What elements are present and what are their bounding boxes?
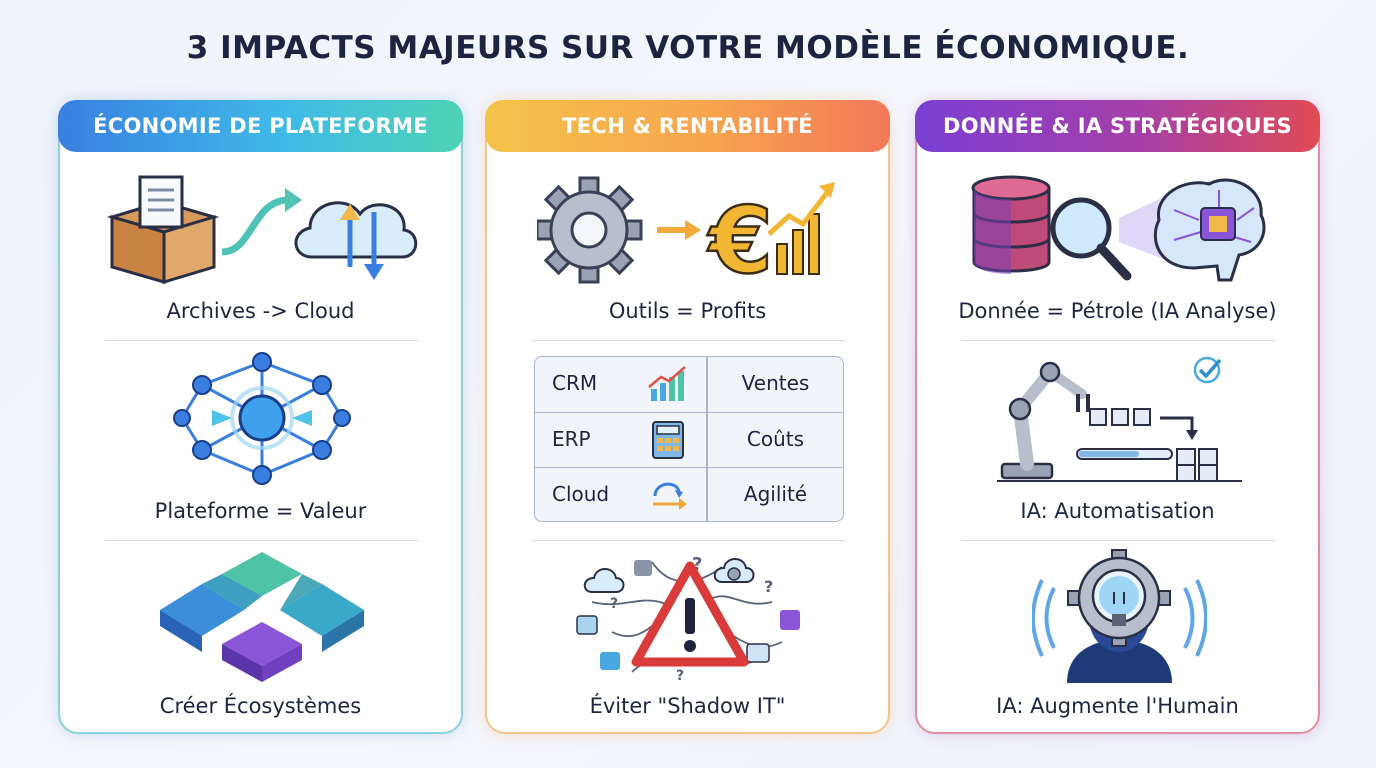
table-cell-tool: CRM: [552, 371, 598, 395]
warning-triangle-icon: ? ? ? ?: [576, 554, 800, 682]
table-separator: [706, 357, 708, 521]
table-cell-tool: Cloud: [552, 482, 610, 506]
table-cell-value: Ventes: [741, 371, 810, 395]
human-lightbulb-icon: [1032, 549, 1207, 683]
divider: [962, 340, 1275, 341]
calculator-icon: [652, 421, 684, 459]
table-cell-tool: ERP: [552, 427, 591, 451]
network-hub-icon: [173, 352, 351, 485]
page-title: 3 IMPACTS MAJEURS SUR VOTRE MODÈLE ÉCONO…: [186, 30, 1190, 66]
card-platform-economy: ÉCONOMIE DE PLATEFORME Archives -> Cloud: [58, 100, 463, 734]
card-header: DONNÉE & IA STRATÉGIQUES: [915, 100, 1320, 152]
svg-text:€: €: [707, 187, 773, 287]
card-header: ÉCONOMIE DE PLATEFORME: [58, 100, 463, 152]
table-cell-value: Coûts: [746, 427, 805, 451]
divider: [532, 340, 845, 341]
card-tech-profitability: TECH & RENTABILITÉ € Outils = Profits: [485, 100, 890, 734]
database-brain-icon: [971, 175, 1266, 282]
table-row: CRM Ventes: [535, 357, 843, 412]
item-label-data-oil: Donnée = Pétrole (IA Analyse): [958, 299, 1277, 323]
table-row: Cloud Agilité: [535, 467, 843, 521]
table-row: ERP Coûts: [535, 412, 843, 467]
ecosystem-blocks-icon: [160, 552, 364, 682]
divider: [105, 340, 418, 341]
item-label-tools-profits: Outils = Profits: [608, 299, 767, 323]
item-label-archives-cloud: Archives -> Cloud: [166, 299, 355, 323]
box-to-cloud-icon: [106, 175, 418, 285]
svg-text:?: ?: [676, 668, 684, 682]
tools-table: CRM Ventes ERP Coûts Cloud: [534, 356, 844, 522]
gear-to-euro-icon: €: [537, 176, 835, 287]
item-label-ai-augments-human: IA: Augmente l'Humain: [996, 694, 1239, 718]
divider: [532, 540, 845, 541]
growth-chart-icon: [648, 366, 686, 401]
item-label-avoid-shadow-it: Éviter "Shadow IT": [589, 694, 786, 718]
table-cell-value: Agilité: [743, 482, 808, 506]
sync-arrows-icon: [653, 482, 687, 510]
robot-arm-icon: [997, 356, 1242, 482]
svg-text:?: ?: [764, 577, 773, 596]
card-data-ai: DONNÉE & IA STRATÉGIQUES Donnée = Pétrol…: [915, 100, 1320, 734]
divider: [962, 540, 1275, 541]
divider: [105, 540, 418, 541]
item-label-platform-value: Plateforme = Valeur: [154, 499, 367, 523]
item-label-ai-automation: IA: Automatisation: [1020, 499, 1215, 523]
item-label-create-ecosystems: Créer Écosystèmes: [159, 694, 362, 718]
card-header: TECH & RENTABILITÉ: [485, 100, 890, 152]
svg-text:?: ?: [692, 554, 702, 575]
svg-text:?: ?: [610, 596, 618, 612]
